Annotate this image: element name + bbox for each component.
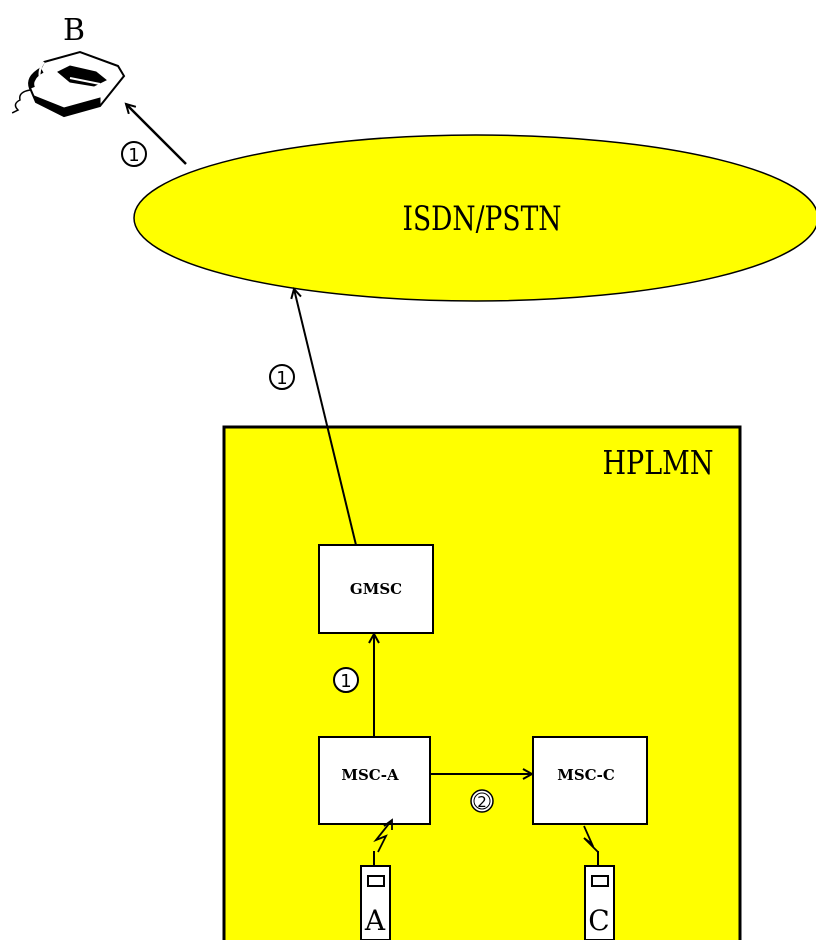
gmsc-box (318, 544, 434, 634)
isdn-pstn-label: ISDN/PSTN (403, 200, 562, 239)
msc-a-box (318, 736, 431, 825)
mobile-phone-icon-a (360, 851, 391, 940)
step-marker-2: 2 (470, 789, 494, 813)
svg-text:1: 1 (340, 671, 351, 692)
isdn-pstn-cloud (133, 134, 816, 302)
mobile-a-label: A (364, 904, 386, 937)
radio-link-icon-a (373, 819, 393, 853)
gmsc-label: GMSC (350, 580, 402, 598)
step-marker-1-middle: 1 (269, 364, 295, 390)
msc-c-label: MSC-C (557, 766, 615, 784)
telephone-icon (11, 50, 126, 118)
svg-text:1: 1 (276, 368, 287, 389)
hplmn-label: HPLMN (602, 444, 713, 482)
msc-a-label: MSC-A (341, 766, 399, 784)
phone-b-label: B (63, 13, 85, 48)
arrow-gmsc-to-network (294, 289, 357, 546)
arrow-network-to-b (126, 104, 187, 165)
msc-c-box (532, 736, 648, 825)
step-marker-1-top: 1 (121, 141, 147, 167)
radio-link-icon-c (583, 825, 599, 853)
svg-text:2: 2 (477, 793, 487, 811)
step-marker-1-lower: 1 (333, 667, 359, 693)
arrowhead-radio-a (383, 818, 393, 830)
mobile-phone-icon-c (584, 851, 615, 940)
hplmn-network-box (222, 425, 742, 940)
mobile-c-label: C (588, 904, 609, 937)
svg-text:1: 1 (128, 145, 139, 166)
